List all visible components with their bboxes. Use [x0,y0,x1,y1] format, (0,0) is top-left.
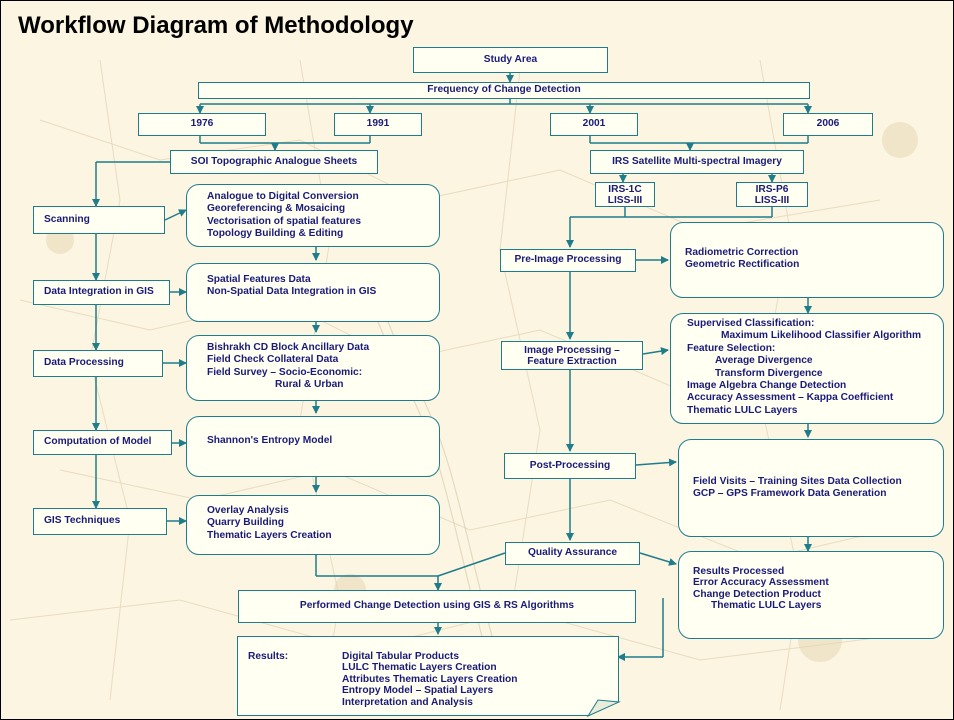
conversion-line-1: Analogue to Digital Conversion [207,191,359,202]
pre-image-label: Pre-Image Processing [514,254,622,266]
ancillary-box: Bishrakh CD Block Ancillary Data Field C… [186,335,440,401]
conversion-line-2: Georeferencing & Mosaicing [207,203,346,215]
page-title: Workflow Diagram of Methodology [18,12,414,39]
ancillary-line-2: Field Check Collateral Data [207,354,339,366]
results-label: Results: [248,651,289,662]
results-box: Results: Digital Tabular Products LULC T… [237,636,619,716]
irs-p6-line-2: LISS-III [754,194,790,206]
classification-line-5: Transform Divergence [715,367,823,379]
change-detection-label: Performed Change Detection using GIS & R… [299,600,575,612]
study-area-box: Study Area [413,47,608,73]
spatial-line-2: Non-Spatial Data Integration in GIS [207,286,377,298]
results-processed-line-3: Change Detection Product [693,588,821,600]
scanning-box: Scanning [33,206,165,234]
results-item-3: Attributes Thematic Layers Creation [342,673,518,685]
entropy-box: Shannon's Entropy Model [186,416,440,477]
spatial-data-box: Spatial Features Data Non-Spatial Data I… [186,263,440,322]
irs-p6-line-1: IRS-P6 [755,183,789,195]
data-processing-box: Data Processing [33,350,163,377]
results-processed-line-4: Thematic LULC Layers [711,600,822,612]
overlay-line-3: Thematic Layers Creation [207,529,332,541]
soi-sheets-label: SOI Topographic Analogue Sheets [190,155,358,167]
radiometric-line-2: Geometric Rectification [685,259,800,271]
computation-label: Computation of Model [44,436,152,448]
entropy-line: Shannon's Entropy Model [207,435,333,446]
radiometric-line-1: Radiometric Correction [685,247,799,258]
overlay-line-2: Quarry Building [207,517,284,529]
year-2006-label: 2006 [816,118,840,130]
classification-box: Supervised Classification: Maximum Likel… [670,313,944,424]
conversion-line-4: Topology Building & Editing [207,228,344,240]
irs-1c-box: IRS-1C LISS-III [595,182,655,207]
radiometric-box: Radiometric Correction Geometric Rectifi… [670,222,944,298]
study-area-label: Study Area [483,53,538,65]
gis-techniques-label: GIS Techniques [44,515,121,527]
scanning-label: Scanning [44,213,90,225]
results-item-2: LULC Thematic Layers Creation [342,662,497,674]
data-integration-box: Data Integration in GIS [33,280,170,305]
overlay-box: Overlay Analysis Quarry Building Themati… [186,495,440,555]
pre-image-box: Pre-Image Processing [500,249,636,272]
overlay-line-1: Overlay Analysis [207,505,289,516]
post-processing-box: Post-Processing [504,453,636,479]
classification-line-7: Accuracy Assessment – Kappa Coefficient [687,392,894,404]
data-integration-label: Data Integration in GIS [44,286,154,298]
results-item-1: Digital Tabular Products [342,651,459,662]
results-item-4: Entropy Model – Spatial Layers [342,685,494,697]
irs-1c-line-1: IRS-1C [608,183,642,195]
ancillary-line-3: Field Survey – Socio-Economic: [207,366,363,378]
year-1976-box: 1976 [138,113,266,136]
results-processed-line-2: Error Accuracy Assessment [693,577,829,589]
classification-line-3: Feature Selection: [687,342,776,354]
irs-imagery-label: IRS Satellite Multi-spectral Imagery [612,155,782,167]
ancillary-line-1: Bishrakh CD Block Ancillary Data [207,342,370,353]
field-line-2: GCP – GPS Framework Data Generation [693,488,887,500]
results-processed-box: Results Processed Error Accuracy Assessm… [678,551,944,639]
computation-box: Computation of Model [33,430,172,455]
year-1991-label: 1991 [366,118,390,130]
year-1976-label: 1976 [190,118,214,130]
year-2001-box: 2001 [550,113,638,136]
conversion-box: Analogue to Digital Conversion Georefere… [186,184,440,247]
image-processing-box: Image Processing – Feature Extraction [501,341,643,370]
irs-imagery-box: IRS Satellite Multi-spectral Imagery [590,150,804,174]
soi-sheets-box: SOI Topographic Analogue Sheets [170,150,378,174]
quality-assurance-box: Quality Assurance [505,542,640,565]
classification-line-2: Maximum Likelihood Classifier Algorithm [721,330,922,342]
field-line-1: Field Visits – Training Sites Data Colle… [693,476,902,487]
data-processing-label: Data Processing [44,357,124,369]
conversion-line-3: Vectorisation of spatial features [207,215,361,227]
results-item-5: Interpretation and Analysis [342,696,473,708]
image-processing-line-1: Image Processing – [524,344,620,356]
results-processed-line-1: Results Processed [693,566,785,577]
year-1991-box: 1991 [334,113,422,136]
post-processing-label: Post-Processing [529,459,611,471]
frequency-box: Frequency of Change Detection [198,82,810,99]
spatial-line-1: Spatial Features Data [207,274,311,285]
gis-techniques-box: GIS Techniques [33,508,167,535]
irs-p6-box: IRS-P6 LISS-III [736,182,808,207]
classification-line-4: Average Divergence [715,355,813,367]
quality-assurance-label: Quality Assurance [527,547,618,559]
classification-line-1: Supervised Classification: [687,318,815,329]
change-detection-box: Performed Change Detection using GIS & R… [238,590,636,623]
ancillary-line-4: Rural & Urban [275,379,344,391]
classification-line-6: Image Algebra Change Detection [687,380,847,392]
image-processing-line-2: Feature Extraction [527,355,617,367]
year-2001-label: 2001 [582,118,606,130]
field-visits-box: Field Visits – Training Sites Data Colle… [678,439,944,537]
frequency-label: Frequency of Change Detection [427,84,581,96]
classification-line-8: Thematic LULC Layers [687,404,798,416]
irs-1c-line-2: LISS-III [607,194,643,206]
year-2006-box: 2006 [783,113,873,136]
